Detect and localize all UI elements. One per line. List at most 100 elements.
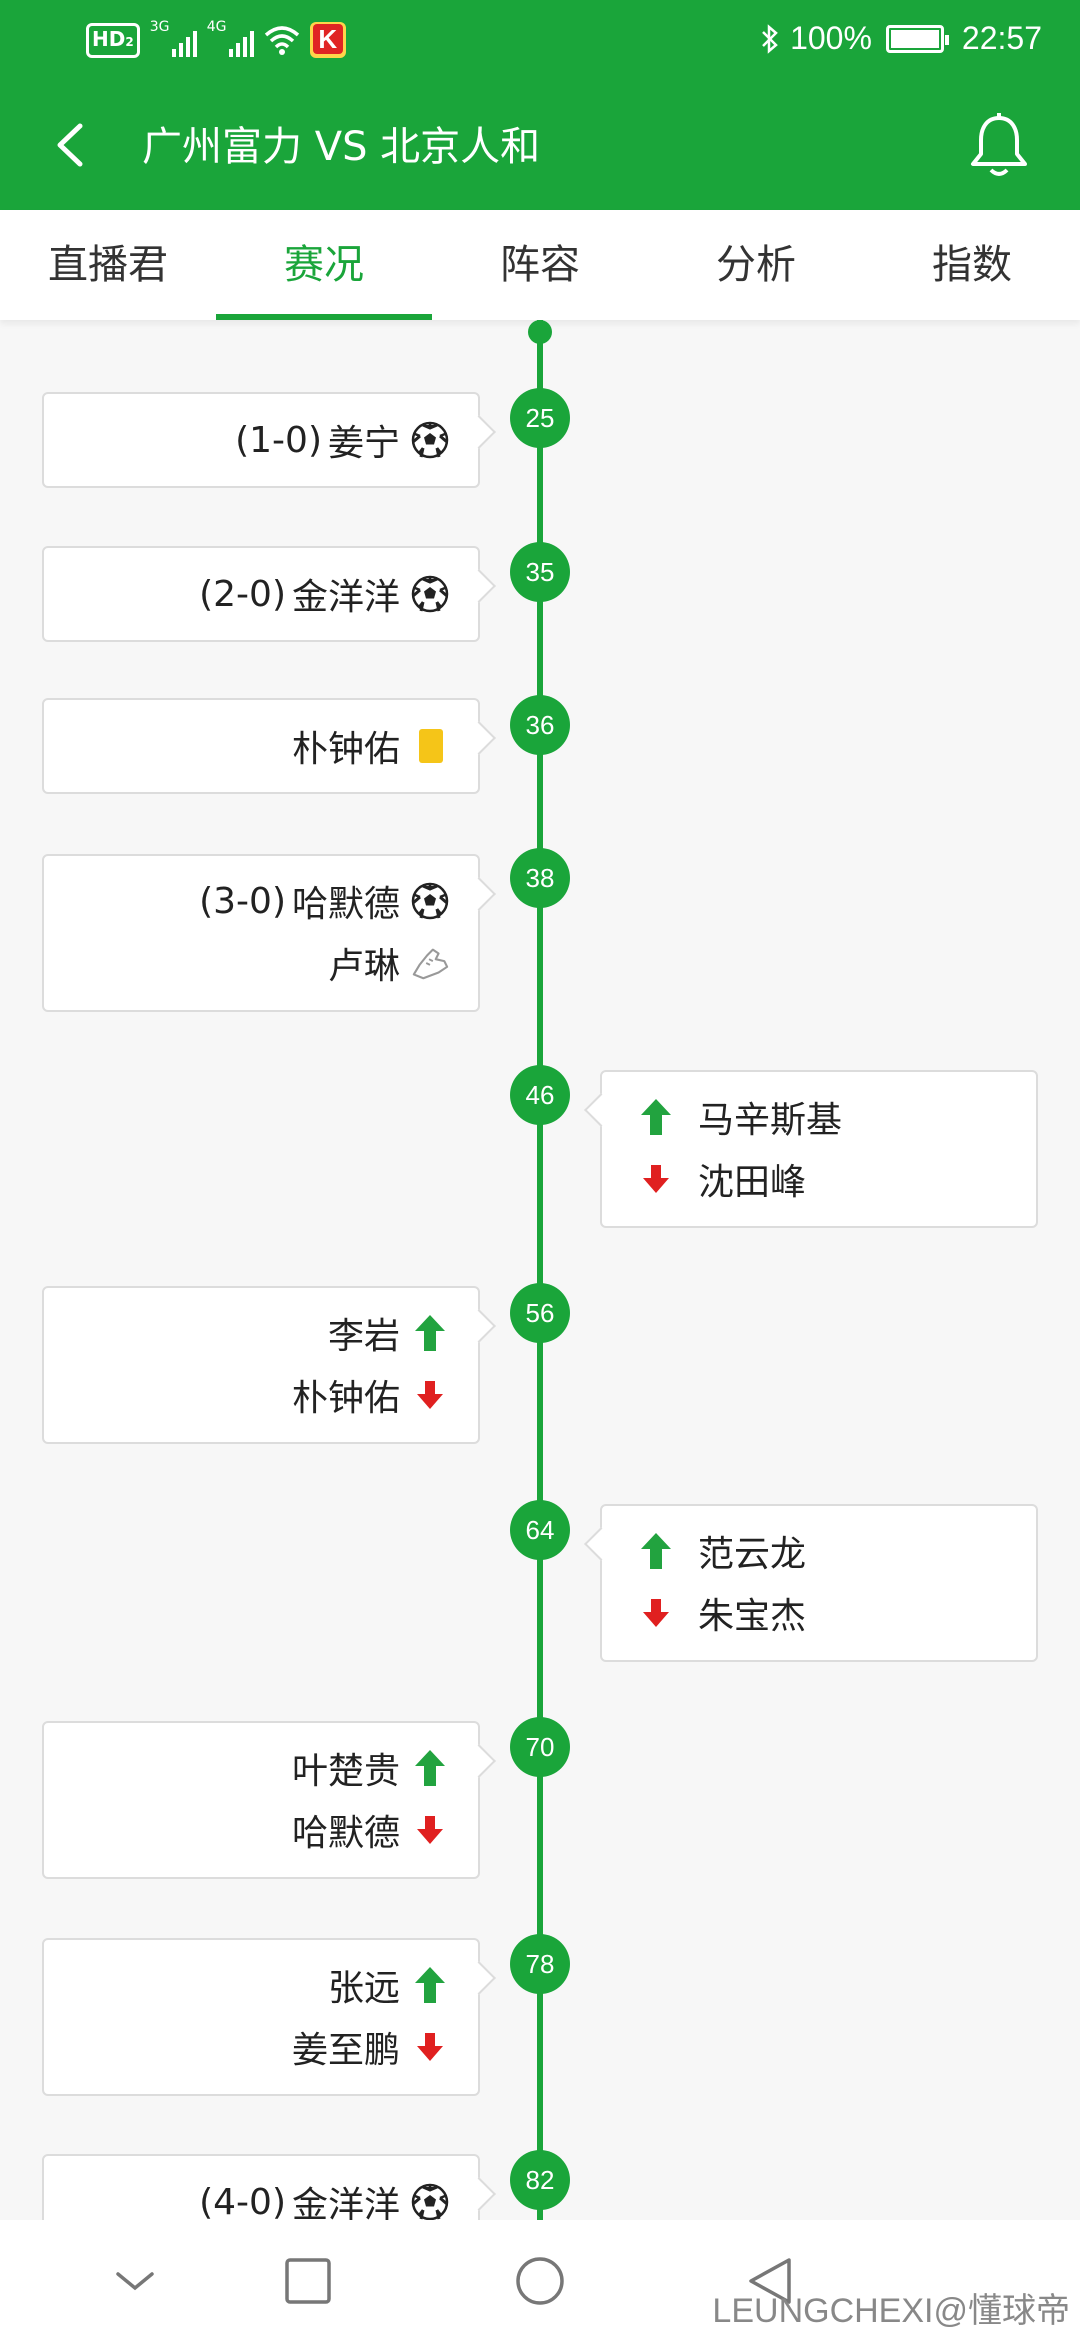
system-nav-bar: LEUNGCHEXI@懂球帝 — [0, 2220, 1080, 2340]
sub-in-icon — [410, 1965, 450, 2005]
minute-marker: 36 — [510, 695, 570, 755]
tab-live[interactable]: 直播君 — [48, 242, 168, 288]
goal-icon — [410, 2182, 450, 2220]
player-name: 马辛斯基 — [698, 1100, 843, 1141]
app-bar: 广州富力 VS 北京人和 — [0, 80, 1080, 210]
hd-badge: HD2 — [86, 22, 140, 58]
event-card[interactable]: 马辛斯基沈田峰 — [600, 1070, 1038, 1228]
minute-marker: 64 — [510, 1500, 570, 1560]
yellow-card-icon — [410, 726, 450, 766]
tab-match-events[interactable]: 赛况 — [216, 210, 432, 320]
player-name: 金洋洋 — [291, 2185, 400, 2220]
score-text: (2-0) — [199, 573, 286, 615]
tab-lineup[interactable]: 阵容 — [500, 242, 580, 288]
watermark: LEUNGCHEXI@懂球帝 — [712, 2292, 1070, 2330]
sub-out-icon — [410, 1375, 450, 1415]
player-name: 范云龙 — [698, 1534, 807, 1575]
event-card[interactable]: 叶楚贵哈默德 — [42, 1721, 480, 1879]
timeline-line — [537, 320, 543, 2220]
event-row: 叶楚贵 — [44, 1737, 478, 1799]
tab-odds[interactable]: 指数 — [932, 242, 1012, 288]
nav-down-icon[interactable] — [110, 2256, 160, 2306]
sub-in-icon — [410, 1748, 450, 1788]
status-bar: HD2 3G 4G K 100% 22:57 — [0, 0, 1080, 80]
minute-marker: 82 — [510, 2150, 570, 2210]
player-name: 姜至鹏 — [291, 2030, 400, 2071]
player-name: 哈默德 — [291, 1813, 400, 1854]
chevron-left-icon[interactable] — [46, 118, 96, 172]
sub-in-icon — [410, 1313, 450, 1353]
event-row: 哈默德 — [44, 1799, 478, 1861]
event-row: 张远 — [44, 1954, 478, 2016]
event-card[interactable]: 李岩朴钟佑 — [42, 1286, 480, 1444]
event-row: (1-0)姜宁 — [44, 409, 478, 471]
player-name: 姜宁 — [327, 423, 400, 464]
wifi-icon — [264, 26, 299, 55]
goal-icon — [410, 574, 450, 614]
event-row: (2-0)金洋洋 — [44, 563, 478, 625]
battery-icon — [885, 24, 949, 53]
player-name: 哈默德 — [291, 884, 400, 925]
event-card[interactable]: (4-0)金洋洋 — [42, 2154, 480, 2220]
nav-back-icon[interactable] — [745, 2256, 795, 2306]
event-row: 范云龙 — [602, 1520, 1036, 1582]
player-name: 叶楚贵 — [291, 1751, 400, 1792]
minute-marker: 25 — [510, 388, 570, 448]
sub-out-icon — [636, 1159, 676, 1199]
status-right: 100% 22:57 — [760, 20, 1042, 57]
event-row: 沈田峰 — [602, 1148, 1036, 1210]
player-name: 金洋洋 — [291, 577, 400, 618]
player-name: 张远 — [327, 1968, 400, 2009]
sub-out-icon — [636, 1593, 676, 1633]
page-title: 广州富力 VS 北京人和 — [142, 124, 541, 170]
score-text: (4-0) — [199, 2181, 286, 2221]
player-name: 朴钟佑 — [291, 729, 400, 770]
clock: 22:57 — [961, 20, 1042, 56]
tab-analysis[interactable]: 分析 — [716, 242, 796, 288]
player-name: 李岩 — [327, 1316, 400, 1357]
player-name: 卢琳 — [327, 946, 400, 987]
tab-bar: 直播君 赛况 阵容 分析 指数 — [0, 210, 1080, 320]
nav-home-icon[interactable] — [515, 2256, 565, 2306]
event-row: (3-0)哈默德 — [44, 870, 478, 932]
event-card[interactable]: (2-0)金洋洋 — [42, 546, 480, 642]
minute-marker: 46 — [510, 1065, 570, 1125]
signal-icon: 4G — [207, 19, 254, 57]
player-name: 朴钟佑 — [291, 1378, 400, 1419]
signal-icon: 3G — [150, 19, 197, 57]
minute-marker: 70 — [510, 1717, 570, 1777]
minute-marker: 38 — [510, 848, 570, 908]
event-card[interactable]: (1-0)姜宁 — [42, 392, 480, 488]
event-row: 李岩 — [44, 1302, 478, 1364]
score-text: (1-0) — [235, 419, 322, 461]
event-row: 朴钟佑 — [44, 715, 478, 777]
sub-out-icon — [410, 1810, 450, 1850]
assist-shoe-icon — [410, 943, 450, 983]
minute-marker: 78 — [510, 1934, 570, 1994]
player-name: 沈田峰 — [698, 1162, 807, 1203]
event-row: 朱宝杰 — [602, 1582, 1036, 1644]
event-row: (4-0)金洋洋 — [44, 2171, 478, 2220]
event-card[interactable]: (3-0)哈默德卢琳 — [42, 854, 480, 1012]
player-name: 朱宝杰 — [698, 1596, 807, 1637]
score-text: (3-0) — [199, 880, 286, 922]
event-row: 朴钟佑 — [44, 1364, 478, 1426]
event-card[interactable]: 张远姜至鹏 — [42, 1938, 480, 2096]
event-row: 姜至鹏 — [44, 2016, 478, 2078]
sub-out-icon — [410, 2027, 450, 2067]
timeline-start-dot — [528, 320, 552, 344]
minute-marker: 35 — [510, 542, 570, 602]
minute-marker: 56 — [510, 1283, 570, 1343]
bell-icon[interactable] — [968, 112, 1030, 178]
event-row: 马辛斯基 — [602, 1086, 1036, 1148]
status-left: HD2 3G 4G K — [86, 19, 346, 58]
goal-icon — [410, 420, 450, 460]
nav-recents-icon[interactable] — [283, 2256, 333, 2306]
goal-icon — [410, 881, 450, 921]
event-card[interactable]: 范云龙朱宝杰 — [600, 1504, 1038, 1662]
event-card[interactable]: 朴钟佑 — [42, 698, 480, 794]
sub-in-icon — [636, 1097, 676, 1137]
k-app-icon: K — [309, 22, 346, 58]
sub-in-icon — [636, 1531, 676, 1571]
